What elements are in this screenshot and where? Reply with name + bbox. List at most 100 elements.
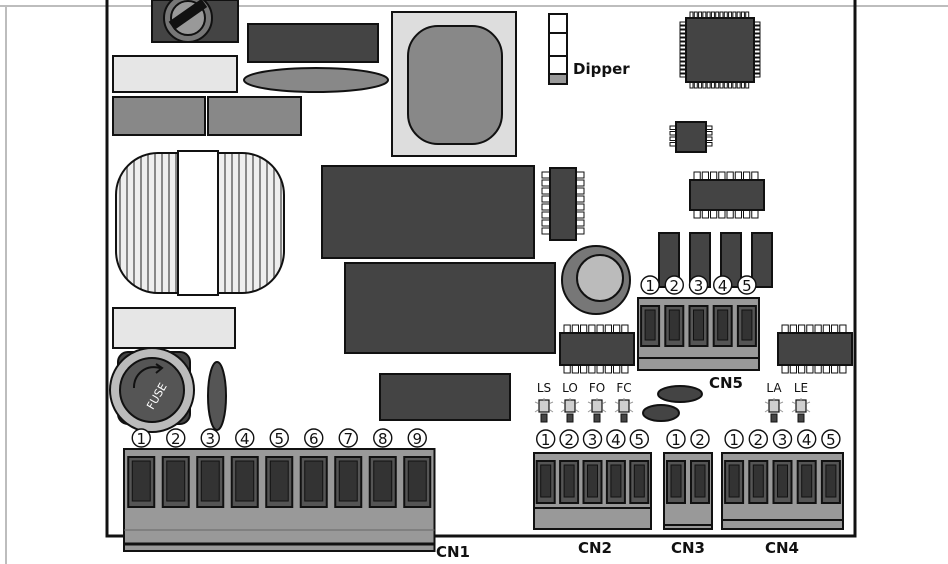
cn5-pin-number: 4 <box>713 275 733 295</box>
cn4-pin-number: 2 <box>748 429 768 449</box>
relay-2 <box>344 262 556 354</box>
led-ls: LS <box>534 381 554 423</box>
led-la: LA <box>764 381 784 423</box>
svg-text:5: 5 <box>826 431 836 449</box>
svg-text:2: 2 <box>564 431 574 449</box>
svg-text:6: 6 <box>309 430 319 448</box>
cn1-pin-number: 7 <box>338 428 358 448</box>
led-label: FC <box>616 381 631 395</box>
resistor-top <box>243 67 389 93</box>
led-lo: LO <box>560 381 580 423</box>
cn1-pin-number: 1 <box>131 428 151 448</box>
relay-3 <box>379 373 511 421</box>
cn1-pin-number: 6 <box>304 428 324 448</box>
ic-right-mid <box>689 171 765 219</box>
cn1-pin-number: 3 <box>200 428 220 448</box>
cn1-pin-number: 4 <box>235 428 255 448</box>
block-left-4 <box>112 307 236 349</box>
cn5-pin-number: 1 <box>640 275 660 295</box>
fuse-holder: FUSE <box>109 347 195 433</box>
cn4-pin-number: 4 <box>797 429 817 449</box>
dipper-switch <box>548 13 568 85</box>
svg-text:3: 3 <box>694 277 704 295</box>
led-fc: FC <box>614 381 634 423</box>
transformer <box>391 11 517 157</box>
led-le: LE <box>791 381 811 423</box>
relay-top <box>247 23 379 63</box>
led-label: LA <box>766 381 782 395</box>
svg-text:5: 5 <box>635 431 645 449</box>
svg-text:2: 2 <box>171 430 181 448</box>
cn2-pin-number: 2 <box>559 429 579 449</box>
small-chip-1 <box>669 121 713 153</box>
led-label: LS <box>537 381 551 395</box>
svg-text:4: 4 <box>802 431 812 449</box>
ic-cn2-area <box>559 324 635 374</box>
cn3-pin-number: 2 <box>690 429 710 449</box>
cn4-pin-number: 5 <box>821 429 841 449</box>
capacitor-round <box>561 245 631 315</box>
svg-text:5: 5 <box>742 277 752 295</box>
cn2-pin-number: 1 <box>536 429 556 449</box>
led-group-cn4: LA LE <box>764 381 811 423</box>
svg-text:4: 4 <box>718 277 728 295</box>
svg-text:2: 2 <box>754 431 764 449</box>
cn1-label: CN1 <box>436 543 470 561</box>
cn3-label: CN3 <box>671 539 705 557</box>
svg-text:1: 1 <box>541 431 551 449</box>
cn3-pin-number: 1 <box>666 429 686 449</box>
cn2-pin-number: 3 <box>582 429 603 449</box>
dipper-label: Dipper <box>573 60 630 78</box>
cn1-pin-number: 5 <box>269 428 289 448</box>
cn1-pin-number: 2 <box>166 428 186 448</box>
cn5-pin-number: 5 <box>737 275 757 295</box>
component-oval-2 <box>642 404 680 422</box>
svg-text:1: 1 <box>671 431 681 449</box>
cn4-pin-number: 3 <box>772 429 793 449</box>
svg-text:5: 5 <box>274 430 284 448</box>
block-left-1 <box>112 55 238 93</box>
led-fo: FO <box>587 381 607 423</box>
led-label: LE <box>794 381 808 395</box>
cn1-pin-number: 8 <box>373 428 393 448</box>
ic-cn4-area <box>777 324 853 374</box>
svg-text:3: 3 <box>778 431 788 449</box>
svg-text:1: 1 <box>136 430 146 448</box>
cn4-label: CN4 <box>765 539 799 557</box>
svg-text:2: 2 <box>695 431 705 449</box>
cn2-pin-number: 4 <box>606 429 626 449</box>
cn1-connector: 1 2 3 4 5 6 7 8 9 <box>123 428 436 552</box>
svg-text:3: 3 <box>588 431 598 449</box>
block-left-3 <box>207 96 302 136</box>
svg-text:4: 4 <box>240 430 250 448</box>
cn5-label: CN5 <box>709 374 743 392</box>
block-left-2 <box>112 96 206 136</box>
led-label: FO <box>589 381 605 395</box>
led-group-cn2: LS LO FO FC <box>534 381 634 423</box>
ic-vertical-center <box>541 167 585 241</box>
pcb-outline <box>105 0 857 538</box>
svg-text:7: 7 <box>343 430 353 448</box>
cn2-label: CN2 <box>578 539 612 557</box>
svg-text:3: 3 <box>205 430 215 448</box>
svg-text:4: 4 <box>611 431 621 449</box>
svg-text:9: 9 <box>412 430 422 448</box>
component-oval-1 <box>657 385 703 403</box>
svg-text:8: 8 <box>378 430 388 448</box>
coil <box>115 150 285 296</box>
trimmer-top <box>151 0 239 43</box>
cn1-pin-number: 9 <box>407 428 427 448</box>
svg-text:2: 2 <box>670 277 680 295</box>
svg-text:1: 1 <box>645 277 655 295</box>
cn5-pin-number: 3 <box>688 275 709 295</box>
cn4-pin-number: 1 <box>724 429 744 449</box>
resistor-vertical <box>207 361 227 431</box>
led-label: LO <box>562 381 578 395</box>
cn5-pin-number: 2 <box>664 275 684 295</box>
relay-1 <box>321 165 535 259</box>
